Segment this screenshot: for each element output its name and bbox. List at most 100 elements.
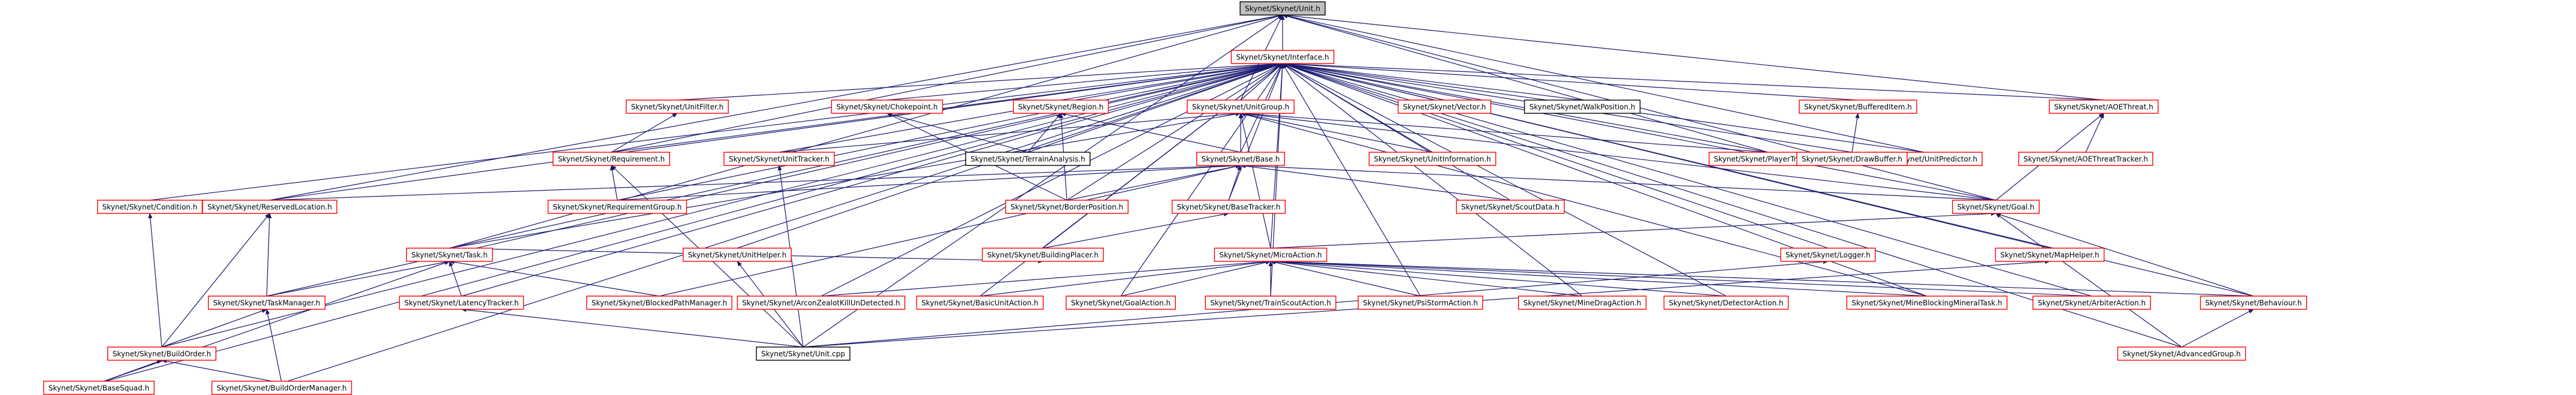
node-buildingplacer[interactable]: Skynet/Skynet/BuildingPlacer.h — [982, 248, 1104, 262]
edge-goalaction-to-microaction — [1120, 260, 1271, 297]
node-unitgroup[interactable]: Skynet/Skynet/UnitGroup.h — [1187, 99, 1295, 114]
node-label-buildingplacer: Skynet/Skynet/BuildingPlacer.h — [987, 251, 1099, 260]
node-label-mineblocking: Skynet/Skynet/MineBlockingMineralTask.h — [1851, 299, 2002, 307]
edge-scoutdata-to-base — [1240, 164, 1511, 201]
node-reservedlocation[interactable]: Skynet/Skynet/ReservedLocation.h — [202, 200, 337, 214]
graph-nodes: Skynet/Skynet/Unit.hSkynet/Skynet/Interf… — [43, 1, 2307, 395]
node-basesquad[interactable]: Skynet/Skynet/BaseSquad.h — [43, 381, 155, 395]
node-label-borderposition: Skynet/Skynet/BorderPosition.h — [1011, 203, 1123, 212]
node-label-taskmanager: Skynet/Skynet/TaskManager.h — [213, 299, 321, 307]
node-buffereditem[interactable]: Skynet/Skynet/BufferedItem.h — [1799, 99, 1917, 114]
node-advancedgroup[interactable]: Skynet/Skynet/AdvancedGroup.h — [2117, 346, 2246, 361]
node-aoethreattracker[interactable]: Skynet/Skynet/AOEThreatTracker.h — [2018, 152, 2153, 166]
edge-terrainanalysis-to-interface — [1027, 63, 1283, 153]
node-goalaction[interactable]: Skynet/Skynet/GoalAction.h — [1066, 296, 1176, 310]
node-label-goalaction: Skynet/Skynet/GoalAction.h — [1071, 299, 1171, 307]
node-vector[interactable]: Skynet/Skynet/Vector.h — [1398, 99, 1491, 114]
node-box-unittracker — [723, 152, 835, 166]
edge-buildordermanager-to-interface — [281, 63, 1283, 384]
node-arbiteraction[interactable]: Skynet/Skynet/ArbiterAction.h — [2032, 296, 2151, 310]
node-drawbuffer[interactable]: Skynet/Skynet/DrawBuffer.h — [1796, 152, 1908, 166]
edge-playertracker-to-unit — [1282, 14, 1769, 153]
node-box-base — [1196, 152, 1285, 166]
node-region[interactable]: Skynet/Skynet/Region.h — [1013, 99, 1109, 114]
node-label-scoutdata: Skynet/Skynet/ScoutData.h — [1461, 203, 1560, 212]
edge-blockedpathmanager-to-base — [659, 164, 1241, 297]
node-label-arconzealot: Skynet/Skynet/ArconZealotKillUnDetected.… — [742, 299, 900, 307]
node-goal[interactable]: Skynet/Skynet/Goal.h — [1951, 200, 2040, 214]
node-chokepoint[interactable]: Skynet/Skynet/Chokepoint.h — [831, 99, 943, 114]
node-buildorder[interactable]: Skynet/Skynet/BuildOrder.h — [107, 346, 216, 361]
edge-buildordermanager-to-taskmanager — [266, 309, 282, 384]
edge-terrainanalysis-to-region — [1027, 113, 1061, 153]
node-label-basetracker: Skynet/Skynet/BaseTracker.h — [1177, 203, 1281, 212]
node-unitfilter[interactable]: Skynet/Skynet/UnitFilter.h — [626, 99, 729, 114]
node-psistormaction[interactable]: Skynet/Skynet/PsiStormAction.h — [1358, 296, 1483, 310]
node-unitinformation[interactable]: Skynet/Skynet/UnitInformation.h — [1368, 152, 1497, 166]
edge-unitpredictor-to-unit — [1282, 14, 1925, 153]
node-unittracker[interactable]: Skynet/Skynet/UnitTracker.h — [723, 152, 835, 166]
edge-basicunitaction-to-microaction — [979, 260, 1271, 297]
node-task[interactable]: Skynet/Skynet/Task.h — [406, 248, 493, 262]
node-logger[interactable]: Skynet/Skynet/Logger.h — [1780, 248, 1876, 262]
node-box-vector — [1398, 99, 1491, 114]
node-unit: Skynet/Skynet/Unit.h — [1239, 1, 1326, 16]
node-box-arconzealot — [737, 296, 906, 310]
node-unithelper[interactable]: Skynet/Skynet/UnitHelper.h — [683, 248, 792, 262]
edge-unitcpp-to-latencytracker — [461, 307, 804, 348]
node-aoethreat[interactable]: Skynet/Skynet/AOEThreat.h — [2049, 99, 2159, 114]
node-box-detectoraction — [1663, 296, 1789, 310]
edge-basetracker-to-base — [1228, 165, 1241, 201]
node-box-basetracker — [1171, 200, 1286, 214]
node-box-aoethreattracker — [2018, 152, 2153, 166]
node-detectoraction[interactable]: Skynet/Skynet/DetectorAction.h — [1663, 296, 1789, 310]
edge-basesquad-to-task — [98, 261, 450, 384]
edge-latencytracker-to-task — [449, 261, 462, 297]
node-label-unit: Skynet/Skynet/Unit.h — [1245, 5, 1320, 13]
edge-borderposition-to-interface — [1066, 63, 1283, 201]
edge-unittracker-to-unitgroup — [779, 111, 1241, 153]
edge-buildorder-to-taskmanager — [161, 309, 267, 348]
node-label-advancedgroup: Skynet/Skynet/AdvancedGroup.h — [2122, 350, 2240, 358]
edge-minedragaction-to-interface — [1282, 63, 1583, 297]
node-box-unit — [1239, 1, 1326, 16]
edge-behaviour-to-goal — [1995, 213, 2254, 297]
node-scoutdata[interactable]: Skynet/Skynet/ScoutData.h — [1456, 200, 1565, 214]
node-buildordermanager[interactable]: Skynet/Skynet/BuildOrderManager.h — [211, 381, 352, 395]
node-borderposition[interactable]: Skynet/Skynet/BorderPosition.h — [1005, 200, 1129, 214]
node-interface[interactable]: Skynet/Skynet/Interface.h — [1230, 50, 1335, 64]
node-label-terrainanalysis: Skynet/Skynet/TerrainAnalysis.h — [970, 155, 1085, 164]
node-trainscoutaction[interactable]: Skynet/Skynet/TrainScoutAction.h — [1205, 296, 1337, 310]
node-box-taskmanager — [207, 296, 326, 310]
node-blockedpathmanager[interactable]: Skynet/Skynet/BlockedPathManager.h — [586, 296, 732, 310]
node-requirement[interactable]: Skynet/Skynet/Requirement.h — [553, 152, 670, 166]
node-base[interactable]: Skynet/Skynet/Base.h — [1196, 152, 1285, 166]
node-requirementgroup[interactable]: Skynet/Skynet/RequirementGroup.h — [547, 200, 687, 214]
node-label-base: Skynet/Skynet/Base.h — [1202, 155, 1280, 164]
edge-behaviour-to-microaction — [1270, 259, 2254, 297]
edge-requirement-to-unitfilter — [611, 113, 678, 153]
node-taskmanager[interactable]: Skynet/Skynet/TaskManager.h — [207, 296, 326, 310]
node-box-borderposition — [1005, 200, 1129, 214]
node-box-task — [406, 248, 493, 262]
node-label-detectoraction: Skynet/Skynet/DetectorAction.h — [1669, 299, 1783, 307]
node-basetracker[interactable]: Skynet/Skynet/BaseTracker.h — [1171, 200, 1286, 214]
edge-unitcpp-to-unit — [803, 14, 1283, 348]
node-behaviour[interactable]: Skynet/Skynet/Behaviour.h — [2200, 296, 2307, 310]
node-latencytracker[interactable]: Skynet/Skynet/LatencyTracker.h — [399, 296, 524, 310]
node-mineblocking[interactable]: Skynet/Skynet/MineBlockingMineralTask.h — [1846, 296, 2008, 310]
node-maphelper[interactable]: Skynet/Skynet/MapHelper.h — [1995, 248, 2105, 262]
edge-task-to-unitgroup — [449, 111, 1241, 249]
node-minedragaction[interactable]: Skynet/Skynet/MineDragAction.h — [1518, 296, 1647, 310]
edge-buildorder-to-condition — [148, 213, 162, 348]
edge-goal-to-unitgroup — [1240, 111, 1996, 201]
node-arconzealot[interactable]: Skynet/Skynet/ArconZealotKillUnDetected.… — [737, 296, 906, 310]
node-box-buildingplacer — [982, 248, 1104, 262]
node-label-latencytracker: Skynet/Skynet/LatencyTracker.h — [405, 299, 519, 307]
node-basicunitaction[interactable]: Skynet/Skynet/BasicUnitAction.h — [916, 296, 1044, 310]
node-box-requirementgroup — [547, 200, 687, 214]
node-label-drawbuffer: Skynet/Skynet/DrawBuffer.h — [1802, 155, 1902, 164]
node-microaction[interactable]: Skynet/Skynet/MicroAction.h — [1214, 248, 1328, 262]
node-condition[interactable]: Skynet/Skynet/Condition.h — [96, 200, 203, 214]
node-walkposition: Skynet/Skynet/WalkPosition.h — [1524, 99, 1641, 114]
